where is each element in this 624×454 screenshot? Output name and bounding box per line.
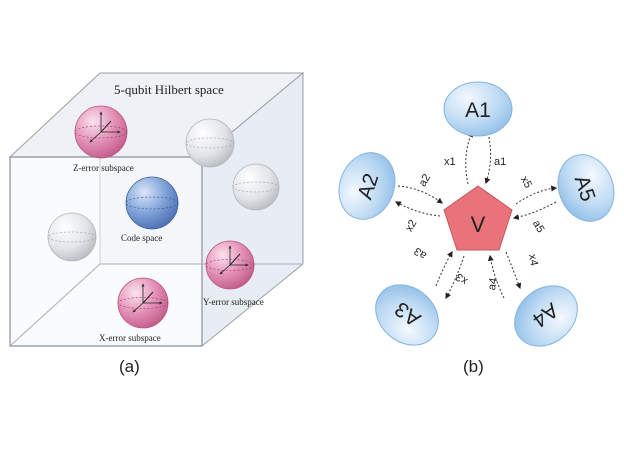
label-x5: x5 bbox=[518, 174, 534, 190]
center-pentagon bbox=[443, 185, 513, 251]
x-error-label: X-error subspace bbox=[99, 333, 161, 343]
code-space-label: Code space bbox=[121, 233, 162, 243]
node-a3: A3 bbox=[375, 284, 439, 346]
y-error-sphere bbox=[205, 240, 255, 290]
label-x2: x2 bbox=[403, 218, 419, 234]
x-error-sphere bbox=[117, 277, 169, 329]
panel-a: 5-qubit Hilbert space Z-error subspace C… bbox=[8, 71, 305, 376]
hilbert-space-title: 5-qubit Hilbert space bbox=[114, 82, 224, 97]
link-x4-arrow bbox=[505, 251, 522, 290]
node-a2: A2 bbox=[338, 152, 396, 220]
node-a1: A1 bbox=[443, 81, 513, 137]
panel-b: x1 a1 a2 x2 x5 a5 a3 x3 a4 x4 V A1 A2 bbox=[338, 81, 615, 376]
node-a4: A4 bbox=[514, 285, 578, 347]
link-a3-arrow bbox=[435, 250, 453, 287]
y-error-label: Y-error subspace bbox=[203, 297, 264, 307]
gray-sphere bbox=[185, 118, 235, 168]
link-a5-arrow bbox=[512, 201, 557, 220]
label-x1: x1 bbox=[444, 156, 456, 168]
label-a2: a2 bbox=[417, 172, 434, 189]
label-x3: x3 bbox=[454, 270, 470, 286]
link-x5-arrow bbox=[515, 185, 558, 205]
panel-a-caption: (a) bbox=[119, 357, 140, 376]
link-x2-arrow bbox=[394, 201, 441, 217]
link-a2-arrow bbox=[397, 185, 443, 204]
cube-front-face bbox=[9, 156, 203, 347]
gray-sphere bbox=[47, 212, 97, 262]
cube-hidden-edge bbox=[9, 263, 101, 347]
link-a1-arrow bbox=[484, 132, 492, 185]
label-a1: a1 bbox=[494, 156, 506, 168]
node-a5: A5 bbox=[557, 154, 615, 222]
node-a1-label: A1 bbox=[465, 99, 491, 122]
z-error-sphere bbox=[74, 105, 128, 159]
link-x3-arrow bbox=[445, 255, 465, 300]
label-a5: a5 bbox=[530, 218, 547, 235]
label-x4: x4 bbox=[526, 253, 540, 267]
gray-sphere bbox=[232, 163, 280, 211]
code-space-sphere bbox=[125, 176, 179, 230]
z-error-label: Z-error subspace bbox=[73, 163, 134, 173]
label-a3: a3 bbox=[412, 245, 429, 262]
panel-b-caption: (b) bbox=[463, 357, 484, 376]
center-label: V bbox=[471, 212, 486, 237]
link-a4-arrow bbox=[487, 254, 505, 299]
label-a4: a4 bbox=[486, 277, 500, 291]
link-x1-arrow bbox=[465, 130, 473, 185]
